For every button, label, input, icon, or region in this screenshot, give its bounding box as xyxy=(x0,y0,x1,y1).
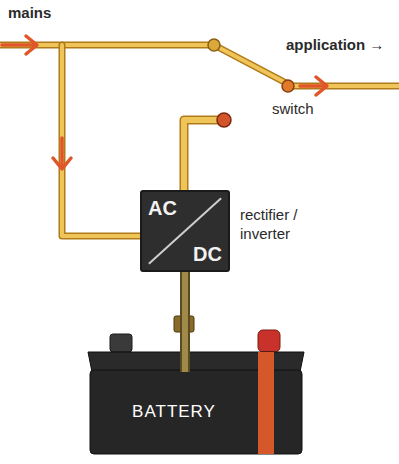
mains-label: mains xyxy=(8,4,51,21)
battery-box: BATTERY xyxy=(92,372,256,452)
rectifier-inverter-label: rectifier / inverter xyxy=(240,206,350,244)
node-text: BATTERY xyxy=(132,402,216,422)
dc-wire xyxy=(185,272,186,372)
switch-label: switch xyxy=(272,100,314,117)
current-type-text: AC xyxy=(148,198,177,218)
application-label: application → xyxy=(286,36,384,53)
rectifier-inverter-box: AC DC xyxy=(140,190,230,272)
current-type-text: DC xyxy=(193,244,222,264)
